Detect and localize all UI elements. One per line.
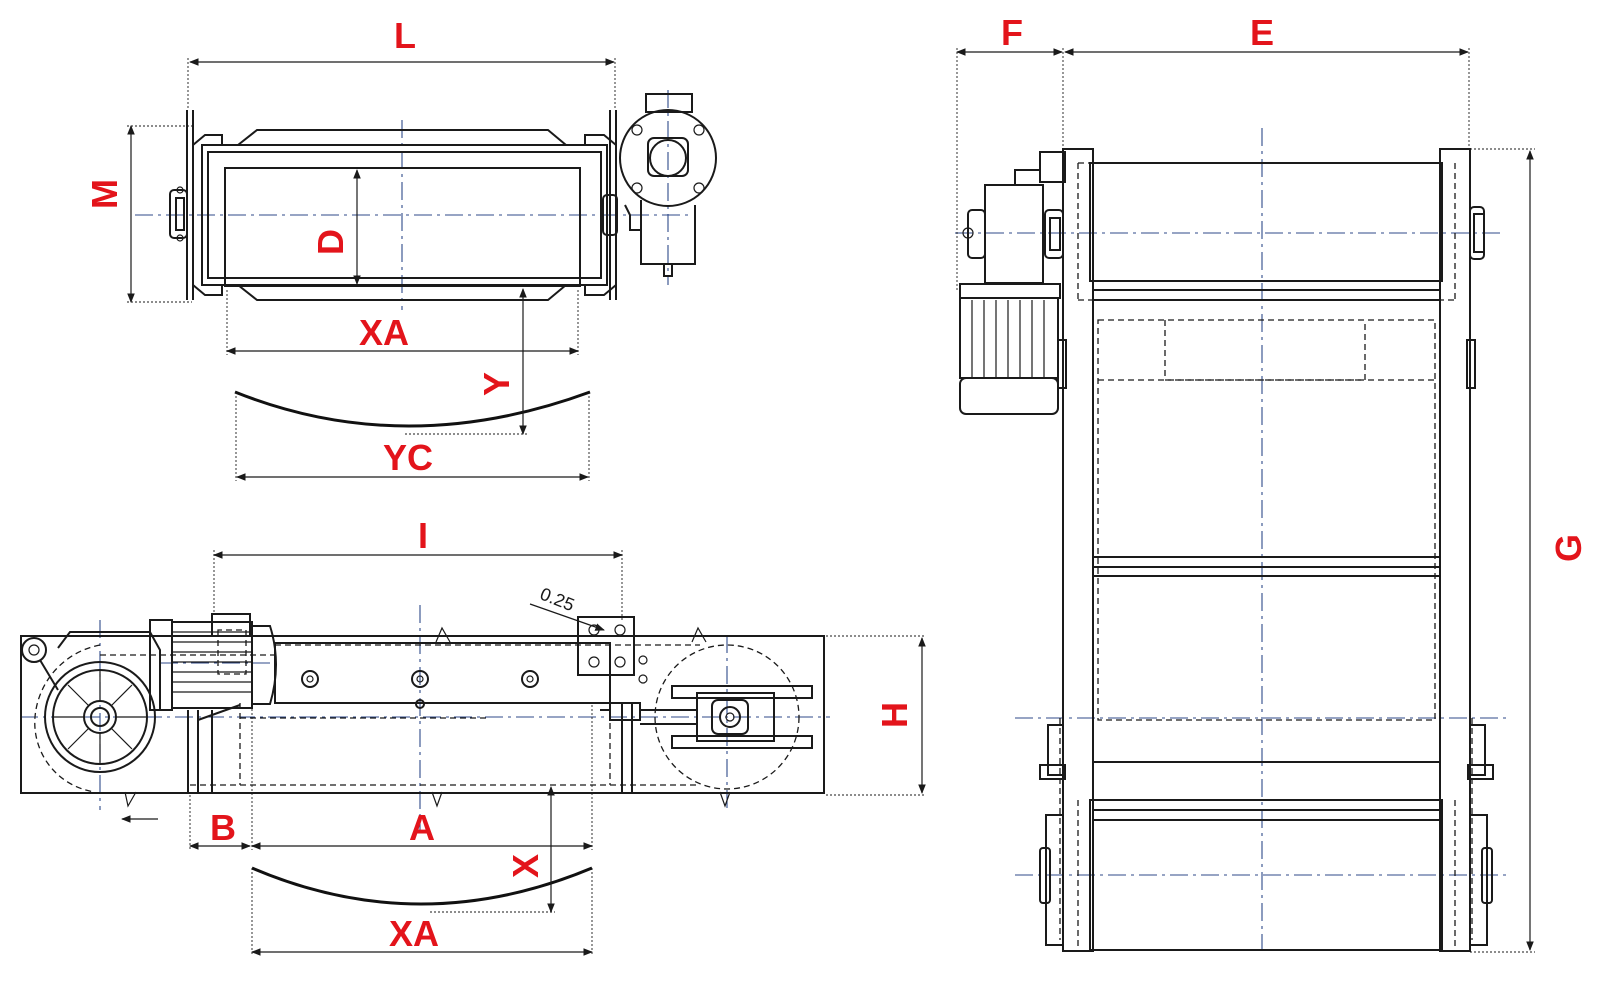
dim-label-YC: YC (383, 437, 433, 478)
dim-label-M: M (84, 179, 125, 209)
dim-label-G: G (1548, 534, 1589, 562)
dim-label-D: D (310, 229, 351, 255)
dim-label-XA-top: XA (359, 312, 409, 353)
dim-label-Y: Y (476, 372, 517, 396)
dim-label-I: I (418, 515, 428, 556)
clearance-note: 0.25 (537, 584, 577, 616)
dim-label-B: B (210, 807, 236, 848)
dim-label-F: F (1001, 12, 1023, 53)
dim-label-A: A (409, 807, 435, 848)
dim-label-XA-side: XA (389, 913, 439, 954)
dim-label-X: X (505, 854, 546, 878)
end-view: F E G (955, 12, 1589, 953)
side-view: I H B A X XA 0.25 (20, 515, 926, 956)
dim-label-L: L (394, 15, 416, 56)
dim-label-E: E (1250, 12, 1274, 53)
top-view: L M D XA Y YC (84, 15, 717, 481)
dim-label-H: H (874, 702, 915, 728)
